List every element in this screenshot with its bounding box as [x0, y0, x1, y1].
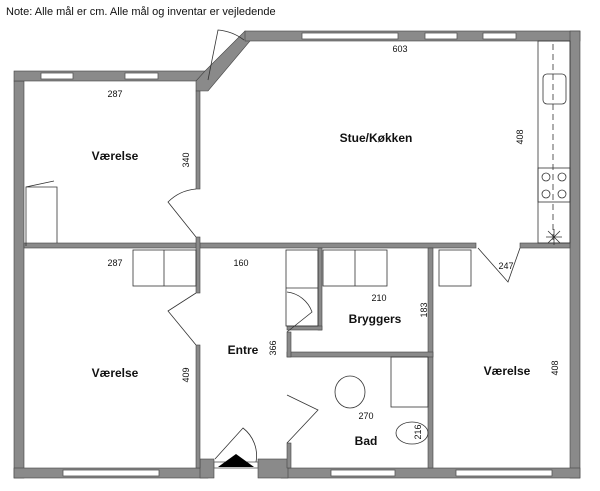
stove-icon [537, 167, 571, 203]
furniture [25, 40, 571, 467]
room-label-bryggers: Bryggers [349, 312, 402, 326]
entrance-arrow-icon [218, 454, 254, 467]
room-label-bad: Bad [355, 434, 378, 448]
room-label-vaerelse-right: Værelse [484, 364, 531, 378]
room-label-vaerelse-top: Værelse [92, 149, 139, 163]
svg-text:408: 408 [515, 129, 525, 144]
kitchen-sink-icon [542, 73, 567, 105]
svg-text:270: 270 [358, 411, 373, 421]
svg-text:603: 603 [392, 44, 407, 54]
disclaimer-note: Note: Alle mål er cm. Alle mål og invent… [6, 6, 276, 18]
labels: Stue/Køkken 603 408 Værelse 287 340 Være… [92, 44, 560, 448]
toilet-icon [395, 421, 429, 445]
doors [167, 29, 521, 463]
svg-text:408: 408 [550, 360, 560, 375]
room-label-stue: Stue/Køkken [340, 131, 413, 145]
svg-text:160: 160 [233, 258, 248, 268]
room-label-vaerelse-left: Værelse [92, 366, 139, 380]
washbasin-icon [334, 375, 366, 409]
walls [13, 30, 581, 479]
svg-text:366: 366 [268, 340, 278, 355]
svg-text:287: 287 [107, 89, 122, 99]
windows [40, 32, 553, 477]
svg-text:183: 183 [419, 302, 429, 317]
svg-text:409: 409 [181, 367, 191, 382]
svg-text:216: 216 [413, 424, 423, 439]
svg-text:287: 287 [107, 258, 122, 268]
svg-text:210: 210 [371, 293, 386, 303]
svg-text:247: 247 [498, 261, 513, 271]
room-label-entre: Entre [228, 343, 259, 357]
svg-text:340: 340 [181, 152, 191, 167]
